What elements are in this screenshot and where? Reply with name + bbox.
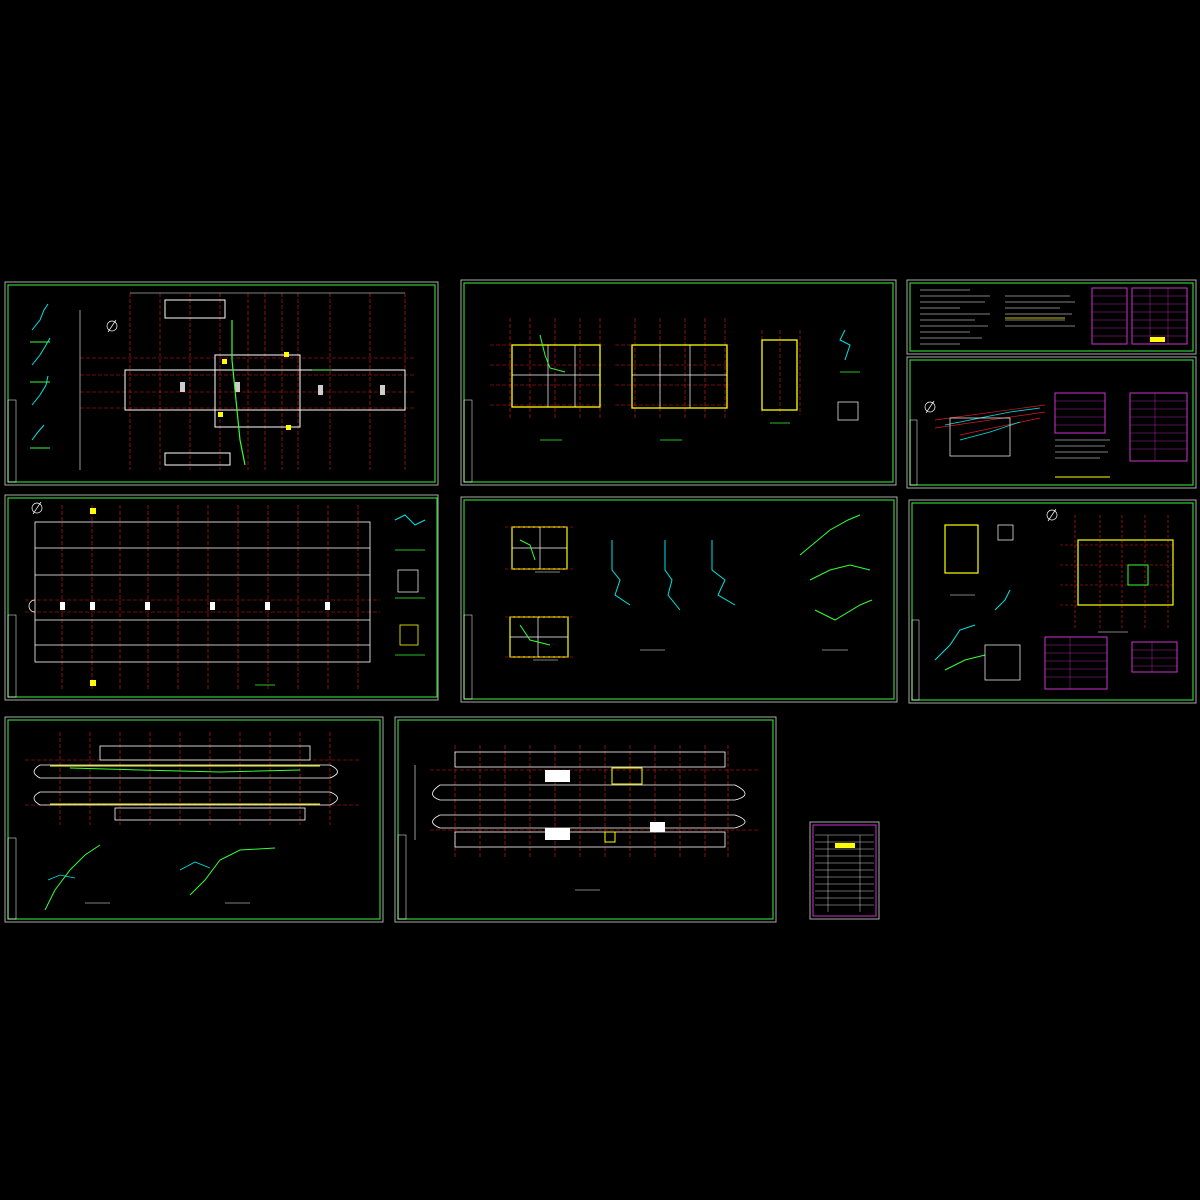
north-arrow-icon <box>31 501 43 515</box>
north-arrow-icon <box>924 400 936 414</box>
title-block-strip <box>7 399 17 483</box>
drawing-sheet-8[interactable] <box>4 716 384 923</box>
north-arrow-icon <box>106 319 118 333</box>
drawing-sheet-4[interactable] <box>906 356 1197 489</box>
legend-table <box>1054 392 1188 462</box>
legend-table <box>1044 636 1178 690</box>
drawing-sheet-9[interactable] <box>394 716 777 923</box>
north-arrow-icon <box>1046 508 1058 522</box>
drawing-sheet-10[interactable] <box>809 821 880 920</box>
axis-grid <box>80 293 415 470</box>
isometric-diagram <box>44 844 276 911</box>
drawing-sheet-2[interactable] <box>460 279 897 486</box>
drawing-sheet-5[interactable] <box>4 494 439 701</box>
isometric-diagram <box>611 540 736 611</box>
drawing-sheet-7[interactable] <box>908 499 1197 704</box>
building-outline <box>124 299 406 466</box>
drawing-index-table <box>812 824 877 917</box>
drawing-sheet-1[interactable] <box>4 281 439 486</box>
drawing-sheet-6[interactable] <box>460 496 898 703</box>
legend-table <box>1091 287 1188 345</box>
isometric-diagram <box>799 514 873 621</box>
design-notes-text <box>920 289 1075 345</box>
drawing-sheet-3[interactable] <box>906 279 1197 355</box>
